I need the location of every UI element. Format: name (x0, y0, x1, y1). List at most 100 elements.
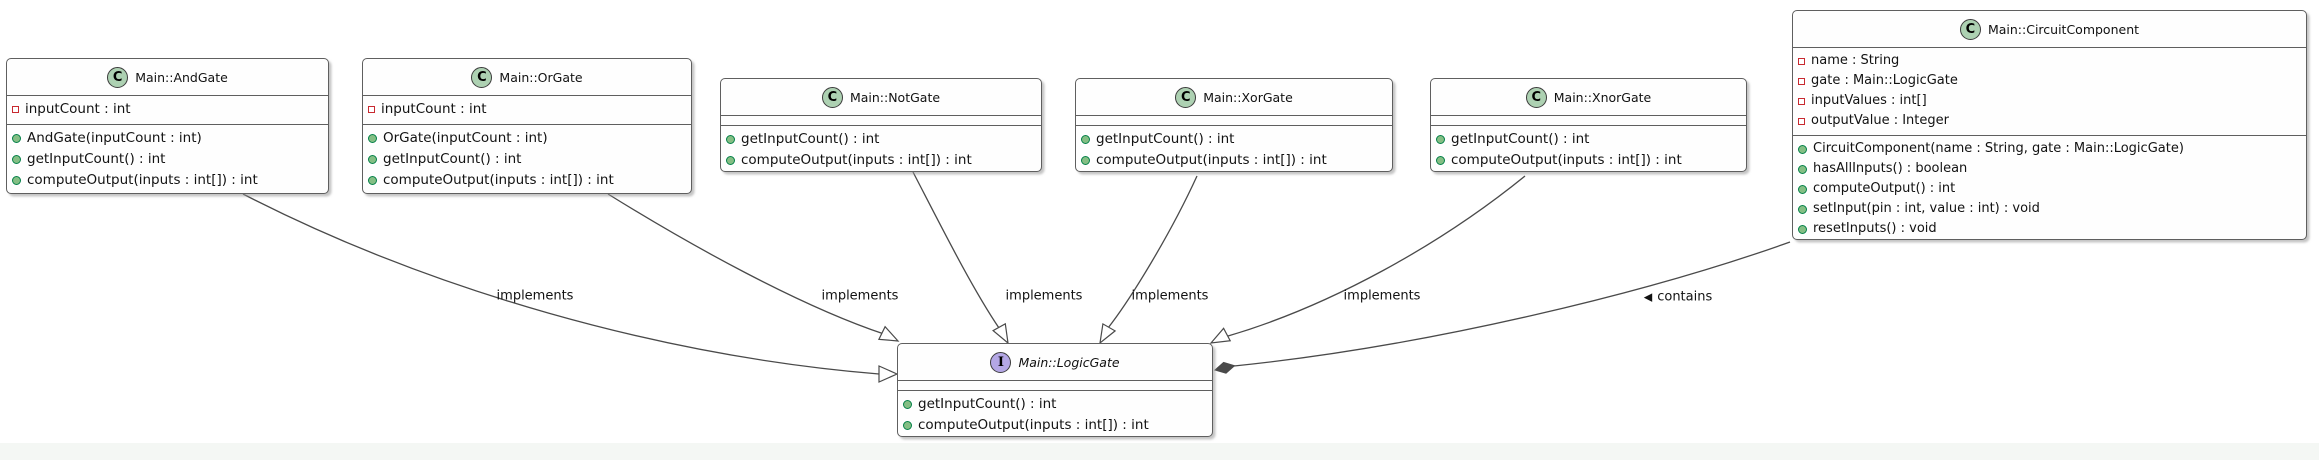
public-method-icon (903, 400, 912, 409)
method-text: computeOutput(inputs : int[]) : int (1451, 152, 1682, 168)
field-text: outputValue : Integer (1811, 113, 1949, 128)
private-field-icon (1798, 97, 1805, 105)
class-box-xorgate: C Main::XorGate getInputCount() : int co… (1075, 78, 1393, 172)
field-row: name : String (1798, 51, 2300, 71)
edge-label-implements: implements (1006, 289, 1083, 304)
public-method-icon (1798, 204, 1807, 214)
method-row: getInputCount() : int (1436, 129, 1740, 150)
edge-label-implements: implements (1344, 289, 1421, 304)
method-text: computeOutput(inputs : int[]) : int (741, 152, 972, 168)
public-method-icon (1798, 144, 1807, 154)
class-header-xnorgate: C Main::XnorGate (1431, 79, 1746, 115)
method-text: CircuitComponent(name : String, gate : M… (1813, 141, 2184, 156)
class-title: Main::XorGate (1203, 89, 1293, 105)
direction-triangle-icon: ◀ (1643, 290, 1653, 304)
class-box-xnorgate: C Main::XnorGate getInputCount() : int c… (1430, 78, 1747, 172)
edge-label-text: implements (1343, 288, 1421, 304)
public-method-icon (726, 135, 735, 144)
hollow-arrow-icon (992, 322, 1009, 345)
method-row: OrGate(inputCount : int) (368, 128, 685, 149)
public-method-icon (368, 155, 377, 164)
methods-section: AndGate(inputCount : int) getInputCount(… (7, 124, 328, 195)
public-method-icon (726, 156, 735, 165)
hollow-arrow-icon (1099, 322, 1117, 345)
method-text: computeOutput(inputs : int[]) : int (1096, 152, 1327, 168)
method-row: resetInputs() : void (1798, 219, 2300, 239)
method-row: getInputCount() : int (368, 149, 685, 170)
edge-label-text: implements (1131, 288, 1209, 304)
fields-section: name : String gate : Main::LogicGate inp… (1793, 47, 2306, 135)
class-title: Main::CircuitComponent (1987, 21, 2140, 37)
class-icon: C (1175, 86, 1197, 108)
method-text: resetInputs() : void (1813, 221, 1937, 236)
field-text: inputCount : int (25, 101, 131, 117)
public-method-icon (368, 176, 377, 185)
edge-xorgate-implements (1107, 175, 1198, 329)
interface-box-logicgate: I Main::LogicGate getInputCount() : int … (897, 343, 1213, 437)
class-box-orgate: C Main::OrGate inputCount : int OrGate(i… (362, 58, 692, 194)
class-header-orgate: C Main::OrGate (363, 59, 691, 95)
method-text: AndGate(inputCount : int) (27, 130, 202, 146)
field-row: gate : Main::LogicGate (1798, 71, 2300, 91)
public-method-icon (368, 134, 377, 143)
class-title: Main::OrGate (499, 69, 583, 85)
method-text: computeOutput() : int (1813, 181, 1956, 196)
method-row: getInputCount() : int (12, 149, 322, 170)
class-title: Main::NotGate (849, 89, 941, 105)
method-text: getInputCount() : int (27, 151, 166, 167)
method-text: getInputCount() : int (741, 131, 880, 147)
method-text: computeOutput(inputs : int[]) : int (383, 172, 614, 188)
class-header-xorgate: C Main::XorGate (1076, 79, 1392, 115)
field-text: name : String (1811, 53, 1900, 68)
field-row: inputValues : int[] (1798, 91, 2300, 111)
class-header-circuitcomponent: C Main::CircuitComponent (1793, 11, 2306, 47)
method-row: setInput(pin : int, value : int) : void (1798, 199, 2300, 219)
edge-xnorgate-implements (1227, 175, 1526, 337)
class-box-circuitcomponent: C Main::CircuitComponent name : String g… (1792, 10, 2307, 240)
public-method-icon (12, 134, 21, 143)
fields-section: inputCount : int (7, 95, 328, 124)
method-row: computeOutput(inputs : int[]) : int (1081, 150, 1386, 171)
edge-label-text: implements (1005, 288, 1083, 304)
private-field-icon (368, 106, 375, 113)
public-method-icon (1436, 156, 1445, 165)
class-icon: C (1959, 18, 1981, 40)
public-method-icon (1798, 164, 1807, 174)
edge-notgate-implements (912, 171, 1000, 329)
method-row: computeOutput(inputs : int[]) : int (726, 150, 1035, 171)
public-method-icon (1798, 184, 1807, 194)
public-method-icon (12, 176, 21, 185)
private-field-icon (1798, 77, 1805, 85)
interface-title: Main::LogicGate (1018, 354, 1120, 370)
field-text: inputCount : int (381, 101, 487, 117)
edge-label-implements: implements (822, 289, 899, 304)
hollow-arrow-icon (1209, 327, 1232, 344)
class-icon-letter: C (477, 69, 487, 85)
class-title: Main::AndGate (135, 69, 228, 85)
method-row: computeOutput(inputs : int[]) : int (368, 170, 685, 191)
private-field-icon (12, 106, 19, 113)
method-row: hasAllInputs() : boolean (1798, 159, 2300, 179)
class-icon-letter: C (1531, 89, 1542, 105)
field-row: inputCount : int (368, 99, 685, 120)
method-row: computeOutput(inputs : int[]) : int (12, 170, 322, 191)
class-header-andgate: C Main::AndGate (7, 59, 328, 95)
methods-section: OrGate(inputCount : int) getInputCount()… (363, 124, 691, 195)
class-icon: C (107, 66, 129, 88)
field-row: outputValue : Integer (1798, 111, 2300, 131)
methods-section: getInputCount() : int computeOutput(inpu… (1431, 125, 1746, 175)
bottom-strip (0, 443, 2319, 460)
method-row: CircuitComponent(name : String, gate : M… (1798, 139, 2300, 159)
class-header-notgate: C Main::NotGate (721, 79, 1041, 115)
edge-label-text: contains (1657, 289, 1713, 305)
field-text: inputValues : int[] (1811, 93, 1927, 108)
method-text: getInputCount() : int (383, 151, 522, 167)
public-method-icon (12, 155, 21, 164)
methods-section: CircuitComponent(name : String, gate : M… (1793, 135, 2306, 243)
edge-label-text: implements (496, 288, 574, 304)
class-icon: C (471, 66, 493, 88)
methods-section: getInputCount() : int computeOutput(inpu… (1076, 125, 1392, 175)
methods-section: getInputCount() : int computeOutput(inpu… (898, 390, 1212, 440)
edge-label-implements: implements (1132, 289, 1209, 304)
